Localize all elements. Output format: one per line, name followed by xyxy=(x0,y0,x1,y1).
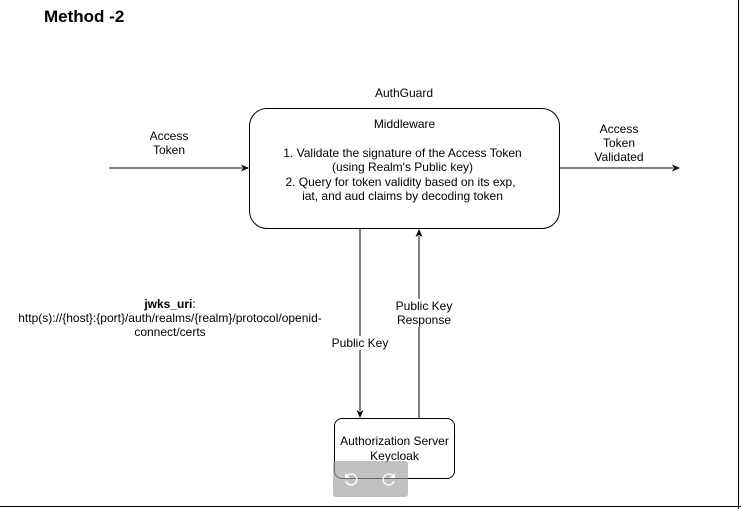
jwks-uri-heading: jwks_uri: xyxy=(8,297,332,311)
access-token-input-label: Access Token xyxy=(129,129,209,157)
public-key-label: Public Key xyxy=(322,336,398,350)
middleware-step2-line2: iat, and aud claims by decoding token xyxy=(302,189,503,203)
validated-output-label-line1: Access xyxy=(599,122,639,136)
validated-output-label-line2: Token xyxy=(602,136,636,150)
validated-output-label-line3: Validated xyxy=(594,150,644,164)
canvas-border-bottom xyxy=(0,506,741,507)
jwks-uri-label: jwks_uri: http(s)://{host}:{port}/auth/r… xyxy=(8,297,332,339)
public-key-response-arrowhead xyxy=(415,229,423,237)
redo-icon[interactable] xyxy=(380,470,398,488)
middleware-title: Middleware xyxy=(373,117,436,131)
jwks-uri-key: jwks_uri xyxy=(144,297,193,311)
undo-icon[interactable] xyxy=(342,470,360,488)
access-token-input-arrowhead xyxy=(241,164,249,172)
validated-output-arrowhead xyxy=(672,164,680,172)
diagram-title: Method -2 xyxy=(44,7,125,26)
authorization-server-label: Authorization Server Keycloak xyxy=(335,434,454,464)
public-key-response-line1: Public Key xyxy=(395,299,453,313)
canvas-border-right xyxy=(738,0,739,509)
authorization-server-line1: Authorization Server xyxy=(340,434,449,448)
public-key-response-line2: Response xyxy=(396,313,452,327)
access-token-input-label-line1: Access xyxy=(149,129,189,143)
middleware-step2-line1: 2. Query for token validity based on its… xyxy=(285,175,516,189)
public-key-response-label: Public Key Response xyxy=(384,299,464,327)
floating-toolbar xyxy=(333,461,408,497)
access-token-input-label-line2: Token xyxy=(152,143,186,157)
jwks-uri-line2: connect/certs xyxy=(134,325,206,339)
validated-output-label: Access Token Validated xyxy=(579,122,659,164)
middleware-step1-line1: 1. Validate the signature of the Access … xyxy=(283,146,522,160)
middleware-step1-line2: (using Realm's Public key) xyxy=(331,160,473,174)
public-key-request-arrowhead xyxy=(356,410,364,418)
jwks-uri-line1: http(s)://{host}:{port}/auth/realms/{rea… xyxy=(18,311,322,325)
authorization-server-line2: Keycloak xyxy=(370,449,419,463)
authguard-label: AuthGuard xyxy=(374,86,434,100)
jwks-uri-colon: : xyxy=(192,297,196,311)
middleware-box: Middleware 1. Validate the signature of … xyxy=(249,108,560,229)
